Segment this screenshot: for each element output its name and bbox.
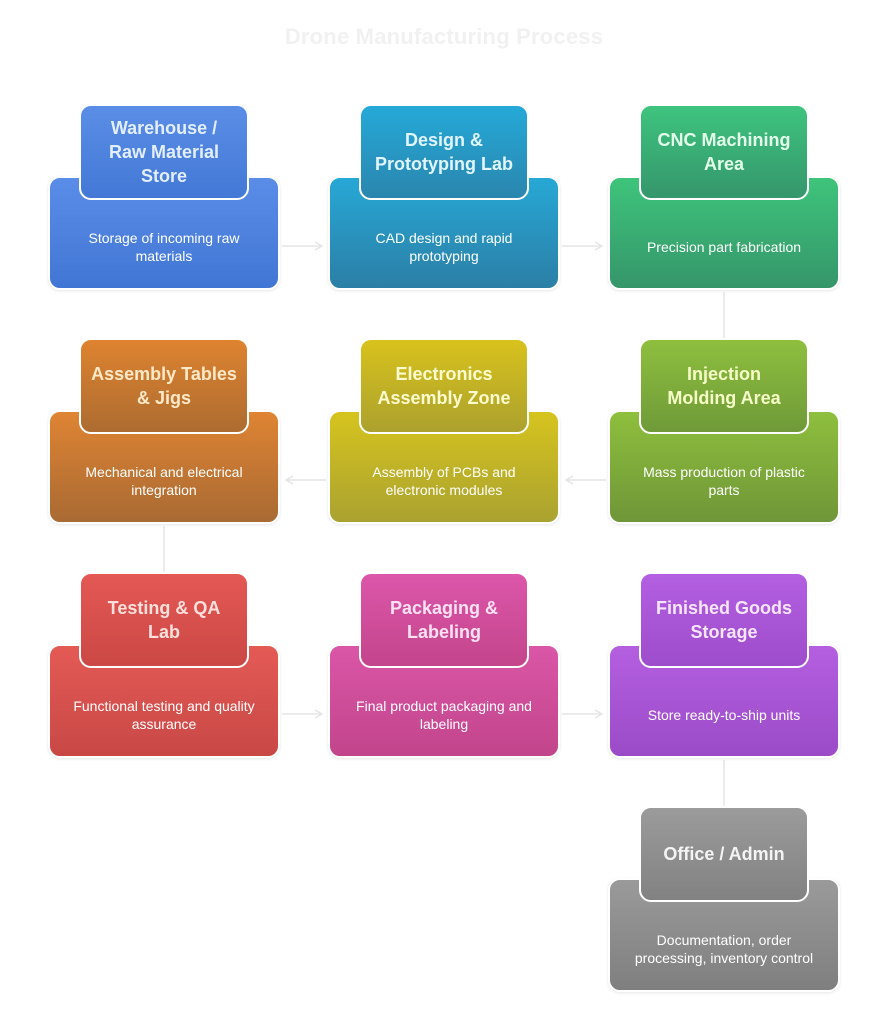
node-injection-desc: Mass production of plastic parts (643, 464, 805, 498)
node-testing-title: Testing & QA Lab (79, 572, 249, 668)
node-electronics-title: Electronics Assembly Zone (359, 338, 529, 434)
node-design: CAD design and rapid prototyping Design … (328, 104, 560, 290)
node-packaging: Final product packaging and labeling Pac… (328, 572, 560, 758)
node-assembly: Mechanical and electrical integration As… (48, 338, 280, 524)
node-electronics-desc: Assembly of PCBs and electronic modules (372, 464, 516, 498)
node-assembly-title: Assembly Tables & Jigs (79, 338, 249, 434)
node-warehouse-desc: Storage of incoming raw materials (88, 230, 240, 264)
node-testing-desc: Functional testing and quality assurance (73, 698, 255, 732)
node-office-title: Office / Admin (639, 806, 809, 902)
node-packaging-title: Packaging & Labeling (359, 572, 529, 668)
node-warehouse: Storage of incoming raw materials Wareho… (48, 104, 280, 290)
node-cnc-desc: Precision part fabrication (646, 239, 802, 255)
node-office: Documentation, order processing, invento… (608, 806, 840, 992)
node-testing: Functional testing and quality assurance… (48, 572, 280, 758)
node-finished-desc: Store ready-to-ship units (647, 707, 801, 723)
page-title: Drone Manufacturing Process (284, 24, 604, 49)
node-warehouse-title: Warehouse / Raw Material Store (79, 104, 249, 200)
node-design-desc: CAD design and rapid prototyping (375, 230, 513, 264)
node-finished-title: Finished Goods Storage (639, 572, 809, 668)
node-cnc: Precision part fabrication CNC Machining… (608, 104, 840, 290)
node-packaging-desc: Final product packaging and labeling (356, 698, 532, 732)
node-design-title: Design & Prototyping Lab (359, 104, 529, 200)
node-injection-title: Injection Molding Area (639, 338, 809, 434)
node-cnc-title: CNC Machining Area (639, 104, 809, 200)
node-finished: Store ready-to-ship units Finished Goods… (608, 572, 840, 758)
node-electronics: Assembly of PCBs and electronic modules … (328, 338, 560, 524)
node-assembly-desc: Mechanical and electrical integration (85, 464, 243, 498)
node-office-desc: Documentation, order processing, invento… (634, 932, 814, 966)
node-injection: Mass production of plastic parts Injecti… (608, 338, 840, 524)
